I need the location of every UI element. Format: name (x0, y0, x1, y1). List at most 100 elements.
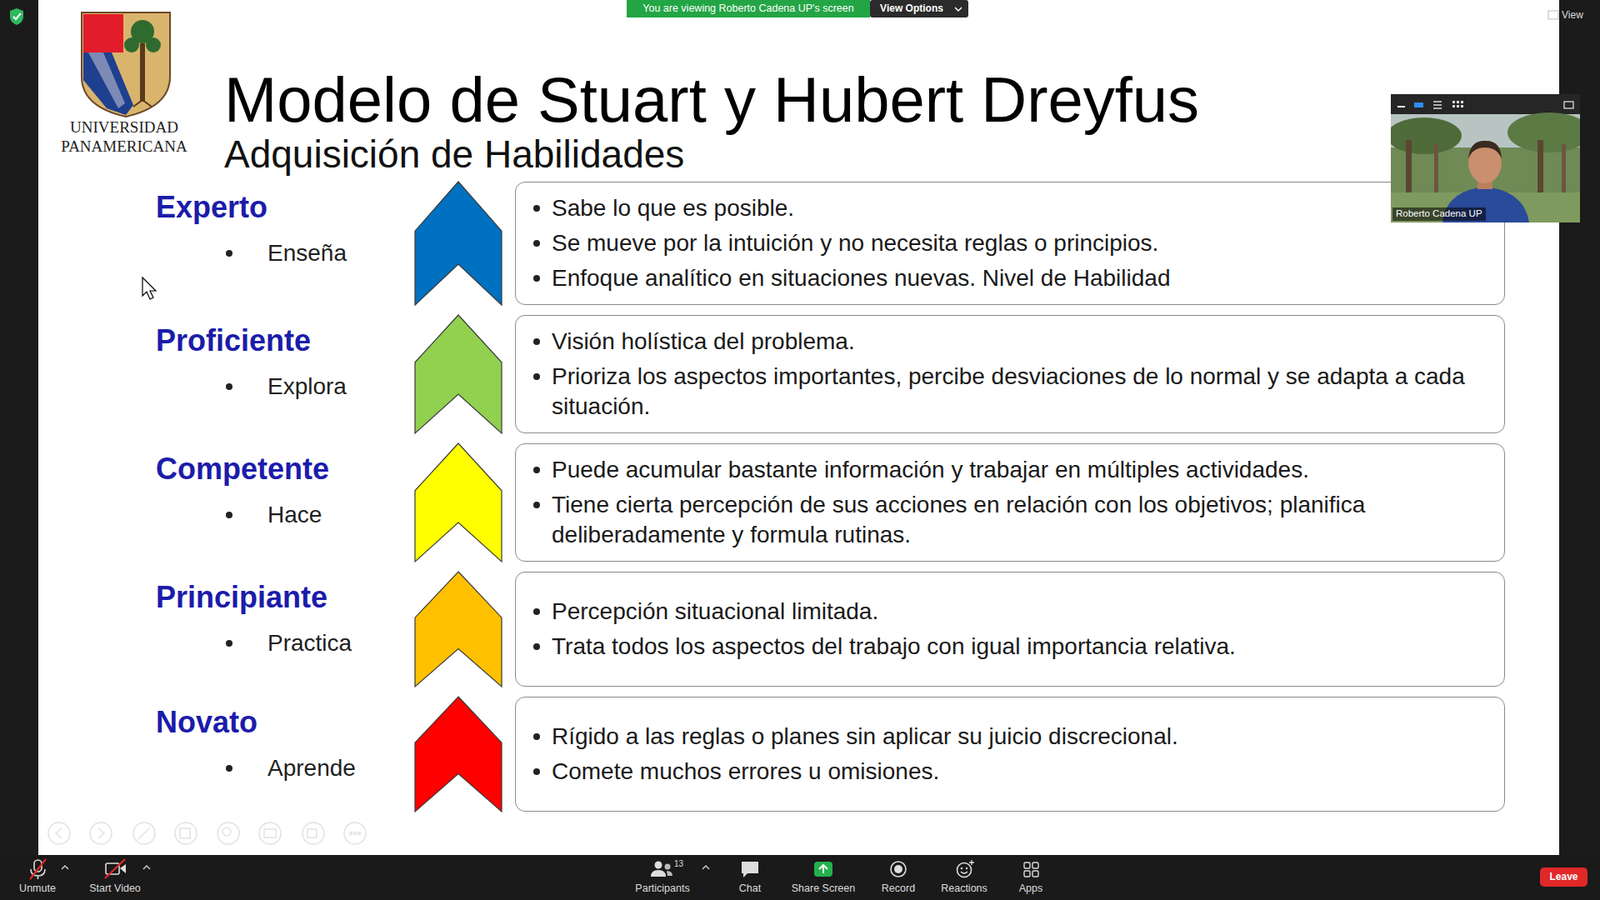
bullet-dot (533, 240, 540, 247)
bullet-item: Se mueve por la intuición y no necesita … (551, 228, 1485, 259)
control-circle (48, 822, 70, 845)
mouse-cursor (142, 277, 156, 300)
reactions-plus (969, 860, 975, 865)
subtitle-glyph (264, 829, 276, 838)
apps-tile (1032, 870, 1039, 877)
control-circle (133, 822, 155, 845)
control-circle (175, 822, 197, 845)
chat-icon (741, 861, 759, 878)
leave-text: Leave (1540, 867, 1588, 887)
bullet-dot (225, 511, 233, 519)
logo-band-stripe (88, 52, 125, 109)
bullet-dot (533, 338, 540, 345)
bullet-dot (225, 765, 233, 772)
bullet-dot (533, 466, 540, 474)
slide-title: Modelo de Stuart y Hubert Dreyfus (224, 66, 1200, 134)
toolbar-label: Chat (712, 882, 788, 895)
participant-name: Roberto Cadena UP (1392, 207, 1486, 221)
logo-red-quarter (83, 14, 124, 53)
layout-icon (1414, 102, 1424, 108)
tree-foliage (1507, 112, 1580, 153)
university-name: UNIVERSIDAD (40, 118, 208, 138)
bullet-dot (533, 275, 540, 282)
bullet-dot (533, 501, 540, 509)
level-name: Principiante (155, 579, 328, 615)
popout-icon (1564, 101, 1574, 109)
level-verb: Practica (267, 629, 352, 658)
apps-tile (1024, 870, 1030, 877)
menu-caret (702, 865, 710, 870)
level-verb: Explora (267, 372, 347, 401)
record-dot (894, 865, 903, 874)
bullet-dot (533, 373, 540, 380)
level-chevron (415, 443, 502, 562)
toolbar-label: Reactions (926, 882, 1002, 895)
toolbar-label: Share Screen (785, 882, 861, 895)
smiley-eye (965, 867, 968, 870)
bullet-text: Visión holística del problema. (551, 326, 1485, 357)
view-options-ground (870, 0, 969, 18)
university-name: PANAMERICANA (40, 137, 208, 157)
bullet-item: Percepción situacional limitada. (551, 596, 1485, 627)
bullet-text: Enfoque analítico en situaciones nuevas.… (551, 263, 1485, 294)
more-glyph (354, 832, 357, 835)
bullet-text: Se mueve por la intuición y no necesita … (551, 228, 1485, 259)
level-chevron (415, 571, 502, 687)
slides-glyph (180, 828, 190, 839)
bullet-dot (225, 250, 233, 257)
view-icon (1548, 10, 1559, 20)
smiley-mouth (960, 871, 968, 874)
more-glyph (358, 832, 361, 835)
level-box: ProficienteExploraVisión holística del p… (515, 315, 1505, 434)
level-chevron (415, 181, 502, 305)
grid-icon (1452, 100, 1464, 108)
participant-count: 13 (674, 859, 684, 870)
toolbar-label: Apps (993, 882, 1069, 895)
minimize-icon (1397, 105, 1405, 108)
bullet-dot (533, 768, 540, 775)
bullet-dot (533, 643, 540, 650)
control-circle (344, 822, 366, 845)
mute-slash (30, 859, 46, 880)
bullet-text: Trata todos los aspectos del trabajo con… (551, 631, 1485, 662)
security-check (13, 13, 21, 20)
apps-tile (1032, 862, 1039, 869)
level-name: Proficiente (155, 322, 311, 359)
reactions-icon (957, 863, 972, 878)
level-chevron (415, 315, 502, 434)
video-off-slash (105, 859, 125, 879)
logo-tree-trunk (140, 43, 145, 102)
slide-ground (38, 0, 1560, 855)
bullet-dot (533, 205, 540, 212)
level-name: Experto (155, 189, 268, 225)
pen-glyph (138, 827, 150, 840)
bullet-item: Prioriza los aspectos importantes, perci… (551, 361, 1485, 422)
layout-icon (1433, 101, 1442, 109)
level-box: ExpertoEnseñaSabe lo que es posible.Se m… (515, 181, 1505, 305)
next-glyph (98, 828, 105, 839)
apps-tile (1024, 862, 1030, 869)
record-icon (890, 861, 906, 877)
control-circle (259, 822, 281, 845)
leave-button (1540, 867, 1588, 887)
share-banner-text: You are viewing Roberto Cadena UP's scre… (626, 0, 870, 18)
menu-caret (143, 865, 150, 870)
level-name: Novato (155, 704, 258, 740)
camera-lens (120, 864, 126, 874)
video-picture (1390, 94, 1580, 223)
level-chevron (415, 696, 502, 812)
logo-tree-roots (133, 100, 152, 107)
thumbnail-header (1390, 94, 1580, 115)
person-head (665, 864, 671, 870)
more-glyph (350, 832, 353, 835)
level-verb: Aprende (267, 754, 356, 783)
bullet-text: Percepción situacional limitada. (551, 596, 1485, 627)
bullet-dot (225, 640, 233, 647)
prev-glyph (55, 828, 62, 839)
bullet-item: Visión holística del problema. (551, 326, 1485, 357)
person-head (655, 861, 663, 870)
menu-caret (61, 865, 69, 870)
bullet-text: Tiene cierta percepción de sus acciones … (551, 490, 1485, 550)
